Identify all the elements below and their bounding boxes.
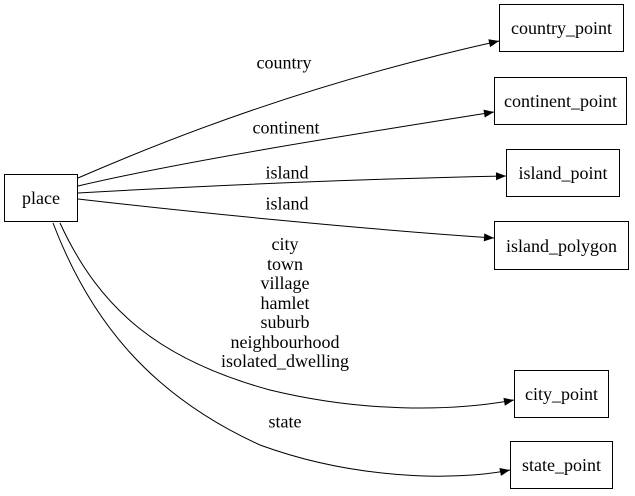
edge-place-continent-point (77, 109, 495, 187)
edge-label-line-neighbourhood: neighbourhood (230, 331, 340, 352)
edge-place-island-point (77, 172, 507, 194)
node-continent-point: continent_point (494, 77, 627, 125)
edge-label-line-suburb: suburb (260, 311, 310, 332)
edge-label-island-point: island (265, 162, 309, 183)
edge-place-state-point (52, 222, 511, 477)
edge-label-line-town: town (266, 253, 303, 274)
edge-label-line-village: village (260, 272, 310, 293)
node-country-point: country_point (499, 4, 624, 52)
edge-label-line-city: city (271, 233, 299, 254)
edge-label-continent: continent (252, 117, 320, 138)
edge-label-state: state (268, 411, 302, 432)
node-place: place (4, 174, 78, 222)
edge-label-city-point: city town village hamlet suburb neighbou… (221, 233, 349, 372)
node-state-point: state_point (510, 441, 613, 489)
edge-place-city-point (59, 222, 515, 409)
node-island-polygon: island_polygon (494, 221, 629, 270)
node-city-point: city_point (514, 370, 609, 418)
edge-place-island-polygon (77, 198, 495, 242)
edge-label-line-hamlet: hamlet (260, 292, 310, 313)
edge-label-country: country (256, 52, 312, 73)
edge-place-country-point (77, 39, 500, 179)
edge-label-island-polygon: island (265, 193, 309, 214)
edge-label-line-isolated-dwelling: isolated_dwelling (221, 350, 349, 371)
node-island-point: island_point (506, 149, 620, 197)
